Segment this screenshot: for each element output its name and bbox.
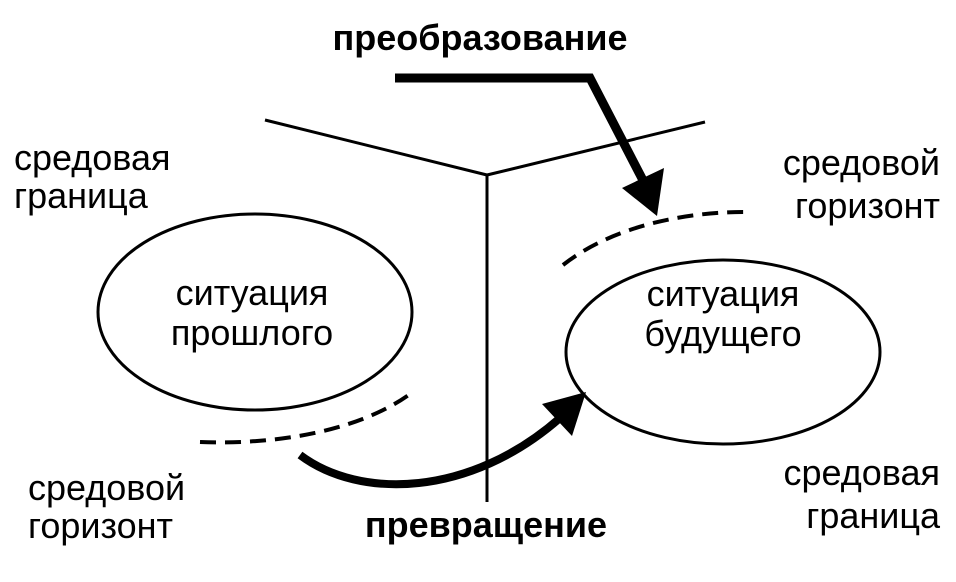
transformation-arrowhead (622, 168, 664, 216)
past-situation-line2: прошлого (171, 312, 333, 353)
left-environment-horizon-line2: горизонт (28, 505, 173, 546)
title-top: преобразование (333, 17, 628, 58)
future-situation-line1: ситуация (647, 273, 800, 314)
past-situation-oval (96, 212, 414, 412)
left-environment-boundary-line2: граница (14, 175, 149, 216)
past-environment-horizon-dashed (199, 392, 412, 445)
boundary-y-lines (264, 118, 706, 502)
conversion-arrowhead (542, 392, 586, 436)
future-situation-line2: будущего (644, 313, 801, 354)
boundary-line-left (264, 118, 488, 177)
future-situation-oval (564, 258, 882, 446)
right-environment-boundary-line2: граница (806, 495, 941, 536)
right-environment-boundary-line1: средовая (783, 452, 940, 493)
right-environment-horizon-line1: средовой (783, 142, 940, 183)
left-environment-boundary-line1: средовая (14, 137, 171, 178)
right-environment-horizon-line2: горизонт (795, 185, 940, 226)
title-bottom: превращение (365, 504, 607, 545)
conversion-arrow (297, 392, 586, 489)
future-environment-horizon-dashed (561, 210, 746, 267)
transformation-arrow (395, 73, 664, 216)
left-environment-horizon-line1: средовой (28, 467, 185, 508)
past-situation-line1: ситуация (176, 272, 329, 313)
boundary-line-right (486, 120, 706, 177)
